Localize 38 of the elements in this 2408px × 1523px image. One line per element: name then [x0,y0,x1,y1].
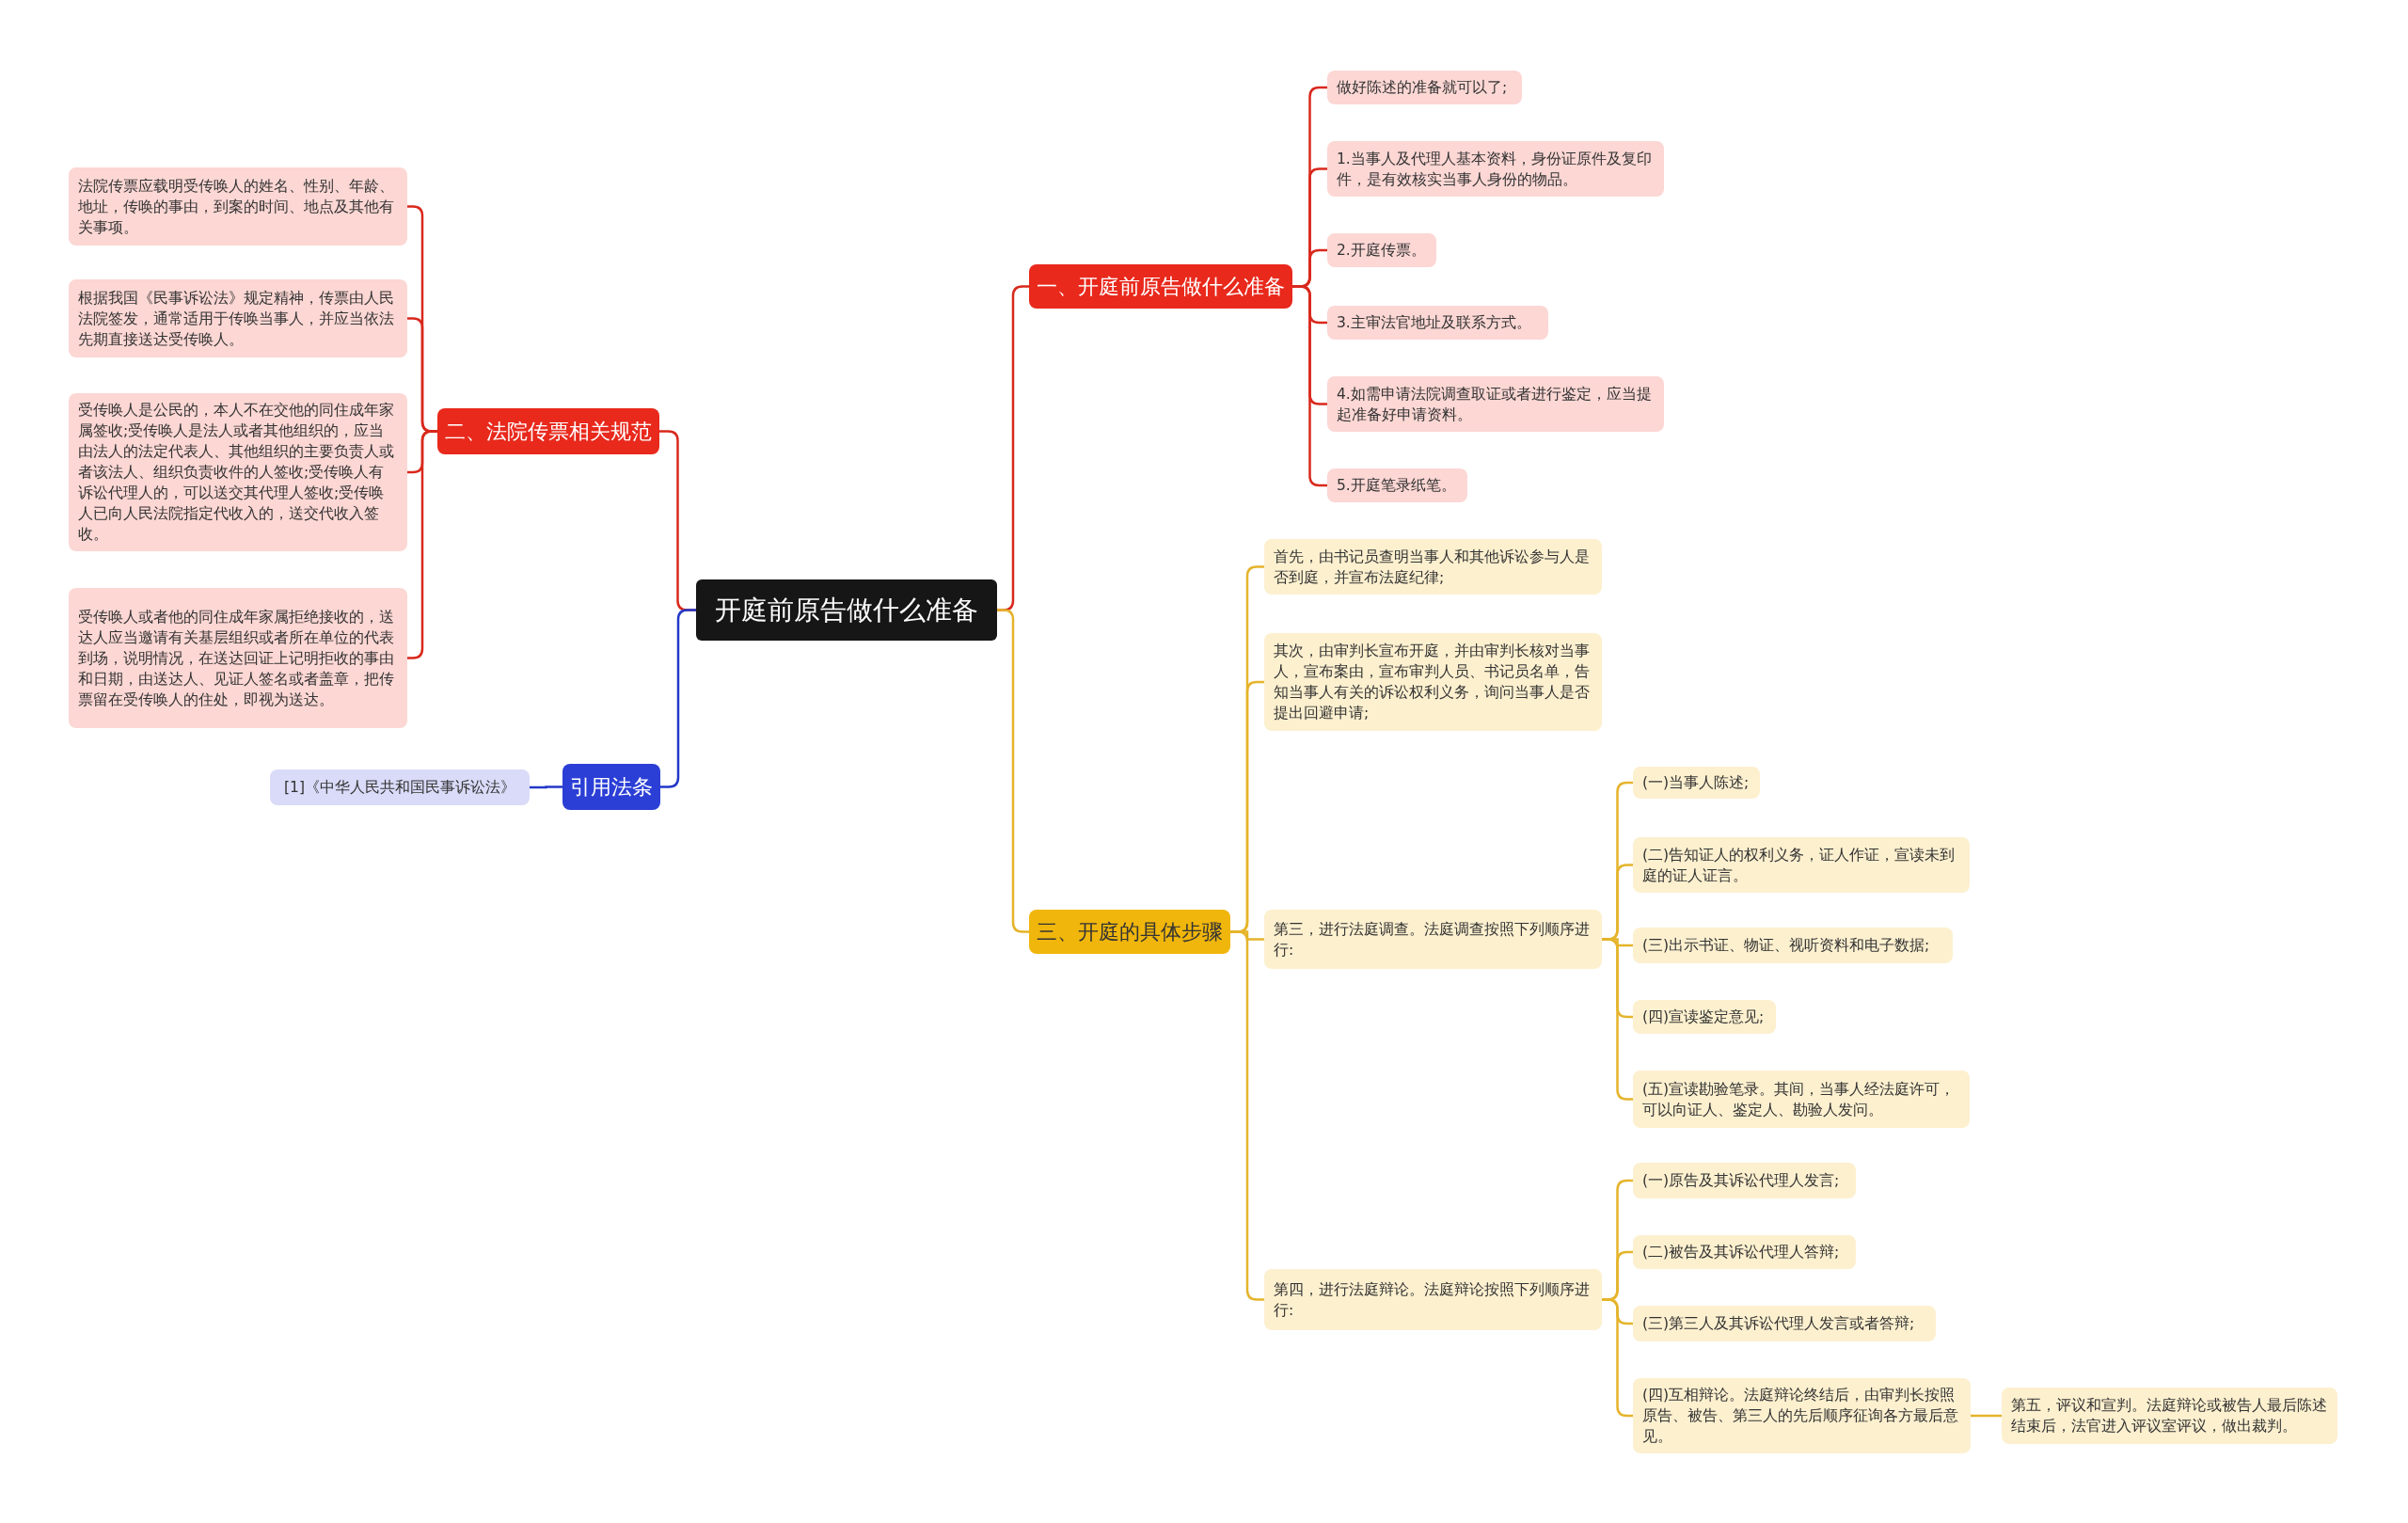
topic-box: 第四，进行法庭辩论。法庭辩论按照下列顺序进行: [1264,1269,1602,1330]
connector-line [660,609,696,788]
topic-box: 做好陈述的准备就可以了; [1327,71,1522,104]
connector-line [1602,938,1633,1101]
connector-line [1602,1298,1633,1418]
central-topic: 开庭前原告做什么准备 [696,579,997,641]
topic-box: 受传唤人是公民的，本人不在交他的同住成年家属签收;受传唤人是法人或者其他组织的，应当由法人的法定代表人、其他组织的主要负责人或者该法人、组织负责收件的人签收;受传唤人有诉讼代理人的，可以送交其代理人签收;受传唤人已向人民法院指定代收入的，送交代收入签收。 [69,393,407,551]
topic-box: 法院传票应载明受传唤人的姓名、性别、年龄、地址，传唤的事由，到案的时间、地点及其他有关事项。 [69,167,407,246]
topic-box: 其次，由审判长宣布开庭，并由审判长核对当事人，宣布案由，宣布审判人员、书记员名单，告知当事人有关的诉讼权利义务，询问当事人是否提出回避申请; [1264,633,1602,731]
topic-box: 3.主审法官地址及联系方式。 [1327,306,1548,340]
topic-box: [1]《中华人民共和国民事诉讼法》 [270,769,530,805]
topic-box: 5.开庭笔录纸笔。 [1327,468,1467,502]
topic-box: 1.当事人及代理人基本资料，身份证原件及复印件，是有效核实当事人身份的物品。 [1327,141,1664,197]
topic-box: 首先，由书记员查明当事人和其他诉讼参与人是否到庭，并宣布法庭纪律; [1264,539,1602,595]
branch-topic: 一、开庭前原告做什么准备 [1029,264,1292,309]
connector-line [530,785,562,789]
topic-box: (四)宣读鉴定意见; [1633,1000,1776,1034]
topic-box: 第三，进行法庭调查。法庭调查按照下列顺序进行: [1264,910,1602,969]
connector-line [1292,285,1327,487]
topic-box: 第五，评议和宣判。法庭辩论或被告人最后陈述结束后，法官进入评议室评议，做出裁判。 [2002,1388,2337,1444]
topic-box: (三)第三人及其诉讼代理人发言或者答辩; [1633,1306,1936,1341]
connector-line [407,430,437,659]
topic-box: (四)互相辩论。法庭辩论终结后，由审判长按照原告、被告、第三人的先后顺序征询各方最后意见。 [1633,1378,1971,1453]
branch-topic: 二、法院传票相关规范 [437,408,659,454]
branch-topic: 引用法条 [562,764,660,810]
topic-box: 2.开庭传票。 [1327,233,1436,267]
topic-box: (三)出示书证、物证、视听资料和电子数据; [1633,928,1953,963]
topic-box: (一)原告及其诉讼代理人发言; [1633,1163,1856,1198]
topic-box: (五)宣读勘验笔录。其间，当事人经法庭许可，可以向证人、鉴定人、勘验人发问。 [1633,1071,1970,1128]
topic-box: (一)当事人陈述; [1633,767,1760,799]
topic-box: (二)被告及其诉讼代理人答辩; [1633,1235,1856,1269]
topic-box: 根据我国《民事诉讼法》规定精神，传票由人民法院签发，通常适用于传唤当事人，并应当依法先期直接送达受传唤人。 [69,279,407,357]
connector-line [1971,1414,2002,1418]
branch-topic: 三、开庭的具体步骤 [1029,910,1230,954]
topic-box: (二)告知证人的权利义务，证人作证，宣读未到庭的证人证言。 [1633,837,1970,893]
connector-line [1230,930,1264,1301]
topic-box: 4.如需申请法院调查取证或者进行鉴定，应当提起准备好申请资料。 [1327,376,1664,432]
topic-box: 受传唤人或者他的同住成年家属拒绝接收的，送达人应当邀请有关基层组织或者所在单位的代表到场，说明情况，在送达回证上记明拒收的事由和日期，由送达人、见证人签名或者盖章，把传票留在受传唤人的住处，即视为送达。 [69,588,407,728]
